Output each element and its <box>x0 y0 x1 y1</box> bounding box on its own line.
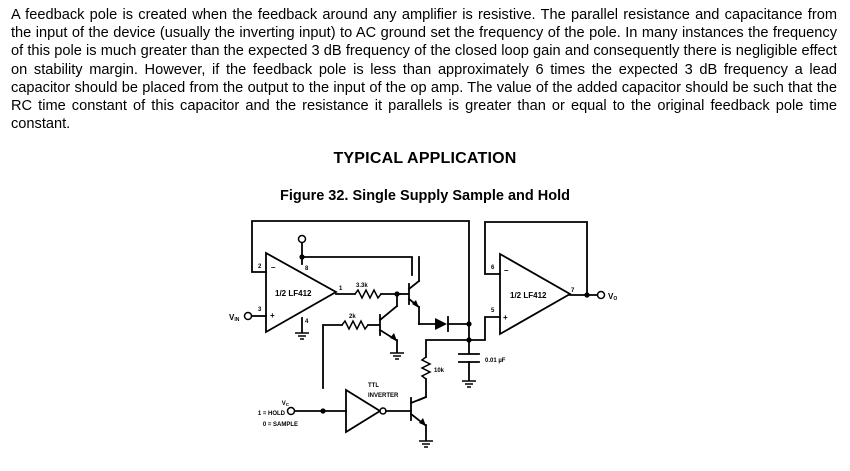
pin-7: 7 <box>571 288 575 294</box>
junction-out <box>584 292 590 298</box>
vc-terminal[interactable] <box>286 406 296 416</box>
transistor-q1 <box>399 256 421 325</box>
vplus-terminal <box>297 234 307 244</box>
opamp-1-minus-sign: – <box>271 263 276 272</box>
junction-vc <box>320 408 326 414</box>
resistor-10k <box>420 356 432 380</box>
figure-caption: Figure 32. Single Supply Sample and Hold <box>279 188 571 204</box>
resistor-10k-label: 10k <box>434 368 445 374</box>
vin-terminal[interactable] <box>243 311 253 321</box>
feedback-wire-2 <box>484 221 588 296</box>
resistor-3-3k-label: 3.3k <box>356 283 368 289</box>
opamp-1-triangle <box>265 251 338 334</box>
opamp-2-label: 1/2 LF412 <box>510 291 547 300</box>
ground-icon <box>462 380 476 388</box>
pin-8: 8 <box>305 266 309 272</box>
resistor-2k <box>341 319 369 331</box>
diode-icon <box>435 316 449 332</box>
vout-terminal[interactable] <box>596 290 606 300</box>
pin-6: 6 <box>491 265 495 271</box>
svg-text:–: – <box>504 266 509 275</box>
feedback-wire-1 <box>251 220 470 325</box>
opamp-1-label: 1/2 LF412 <box>275 289 312 298</box>
pin-5: 5 <box>491 308 495 314</box>
body-paragraph: A feedback pole is created when the feed… <box>11 7 837 133</box>
opamp-1: 1/2 LF412 – + 2 3 8 4 1 <box>258 251 343 334</box>
transistor-q3 <box>409 395 428 441</box>
pin-3: 3 <box>258 307 262 313</box>
svg-text:+: + <box>503 313 508 322</box>
ground-icon <box>295 332 309 340</box>
capacitor-label: 0.01 µF <box>485 358 506 364</box>
ground-icon <box>390 352 404 360</box>
pin-1: 1 <box>339 286 343 292</box>
vc-label: VC <box>282 401 290 407</box>
resistor-2k-label: 2k <box>349 314 356 320</box>
collector-supply-wire <box>301 256 413 276</box>
svg-text:INVERTER: INVERTER <box>368 393 399 399</box>
resistor-3-3k <box>354 288 382 300</box>
vout-label: VO <box>608 292 617 302</box>
opamp-1-plus-sign: + <box>270 311 275 320</box>
opamp-2-triangle <box>499 252 572 336</box>
capacitor-icon <box>458 353 480 363</box>
vin-label: VIN <box>229 313 240 323</box>
transistor-q2 <box>378 293 399 353</box>
svg-text:TTL: TTL <box>368 383 379 389</box>
pin-2: 2 <box>258 264 262 270</box>
opamp-2: 1/2 LF412 – + 6 5 7 <box>491 252 575 336</box>
ground-icon <box>419 440 433 448</box>
section-heading: TYPICAL APPLICATION <box>333 150 517 167</box>
ttl-inverter: TTL INVERTER <box>345 383 399 434</box>
sample-label: 0 = SAMPLE <box>263 422 298 428</box>
hold-label: 1 = HOLD <box>258 411 286 417</box>
pin-4: 4 <box>305 319 309 325</box>
